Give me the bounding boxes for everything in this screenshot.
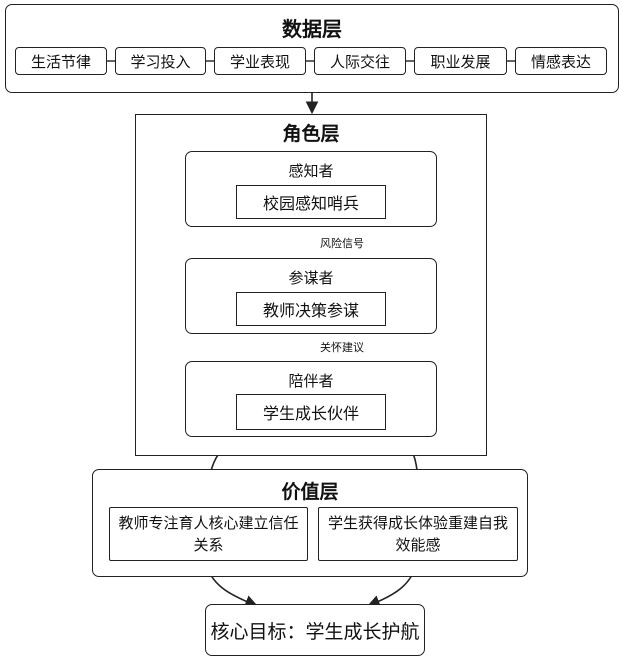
data-item-learning-engagement: 学习投入 (115, 47, 206, 75)
perceiver-title: 感知者 (288, 162, 334, 180)
data-item-emotional-expression: 情感表达 (515, 47, 607, 75)
data-item-career-development: 职业发展 (414, 47, 507, 75)
advisor-title: 参谋者 (288, 269, 334, 287)
role-layer-title: 角色层 (282, 123, 340, 145)
student-value-box: 学生获得成长体验重建自我效能感 (318, 507, 518, 561)
data-layer-title: 数据层 (282, 17, 342, 41)
care-advice-label: 关怀建议 (320, 341, 364, 354)
perceiver-content: 校园感知哨兵 (236, 185, 386, 219)
data-item-academic-performance: 学业表现 (214, 47, 306, 75)
core-goal-box: 核心目标：学生成长护航 (205, 604, 425, 656)
risk-signal-label: 风险信号 (320, 237, 364, 250)
companion-content: 学生成长伙伴 (236, 394, 386, 430)
data-item-life-rhythm: 生活节律 (15, 47, 107, 75)
advisor-content: 教师决策参谋 (236, 292, 386, 326)
data-item-social-interaction: 人际交往 (314, 47, 406, 75)
companion-title: 陪伴者 (288, 372, 334, 390)
data-layer-panel: 数据层 (5, 4, 619, 93)
value-layer-title: 价值层 (281, 481, 339, 503)
teacher-value-box: 教师专注育人核心建立信任关系 (109, 507, 308, 561)
